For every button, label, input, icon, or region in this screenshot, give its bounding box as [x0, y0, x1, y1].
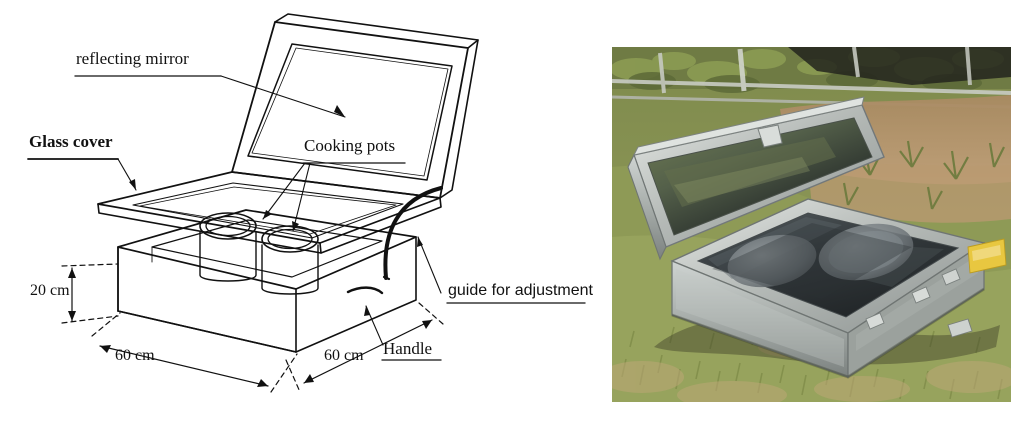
diagram-canvas — [27, 13, 586, 393]
photo-reflecting-lid — [627, 96, 885, 261]
contact-shadow — [671, 287, 985, 379]
shadowed-vegetation-band — [788, 47, 1011, 85]
label-reflecting-mirror: reflecting mirror — [76, 49, 189, 68]
cooking-pots — [199, 212, 319, 295]
dimension-label-depth: 60 cm — [324, 347, 364, 364]
solar-cooker-diagram: reflecting mirror Glass cover Cooking po… — [27, 13, 593, 393]
leader-handle — [364, 305, 384, 346]
photo-cooking-pot-left — [727, 234, 817, 288]
guide-arc-tip — [382, 275, 391, 281]
background-rails — [612, 47, 1011, 109]
leader-cooking-pots — [262, 162, 311, 232]
solar-cooker-photograph — [612, 47, 1011, 402]
dimension-width-60cm — [91, 312, 298, 393]
photo-canvas — [612, 47, 1011, 402]
leader-guide-for-adjustment — [417, 236, 442, 294]
label-handle: Handle — [383, 339, 433, 358]
leader-glass-cover — [117, 158, 137, 191]
glass-cover — [97, 171, 442, 254]
dimension-height-20cm — [61, 263, 119, 324]
label-guide-for-adjustment: guide for adjustment — [448, 282, 593, 299]
soil-patch-lower — [808, 163, 1011, 227]
cooker-linework — [27, 13, 586, 393]
dimension-depth-60cm — [285, 302, 444, 393]
photo-content — [612, 47, 1011, 402]
box-handle-latch — [947, 318, 973, 338]
dimension-label-height: 20 cm — [30, 282, 70, 299]
reflecting-mirror-lid — [231, 13, 479, 199]
label-glass-cover: Glass cover — [29, 132, 113, 151]
frame-latches — [865, 268, 973, 338]
cooker-box-body — [117, 209, 417, 353]
lid-bracket — [757, 124, 783, 148]
guide-for-adjustment-arc — [383, 186, 443, 280]
photo-cooker-box — [670, 198, 1007, 379]
label-cooking-pots: Cooking pots — [304, 136, 396, 155]
handle-arc — [346, 286, 384, 295]
photo-cooking-pot-right — [818, 223, 914, 281]
dimension-label-width: 60 cm — [115, 347, 155, 364]
leader-reflecting-mirror — [220, 75, 346, 118]
